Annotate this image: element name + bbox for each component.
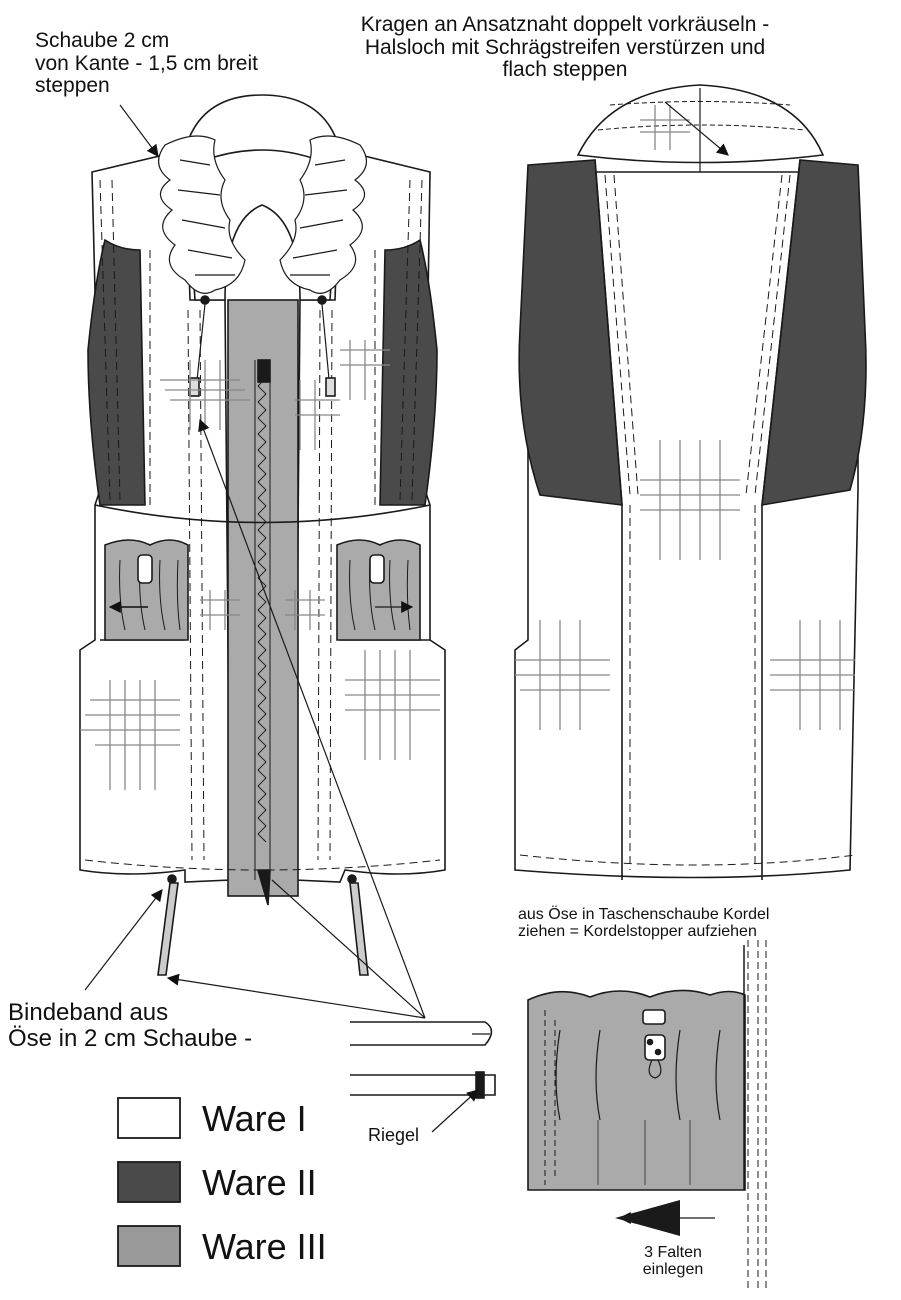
- back-right-side-panel: [761, 159, 867, 506]
- annotation-line: ziehen = Kordelstopper aufziehen: [518, 923, 757, 941]
- tie-band-detail: [350, 1021, 496, 1099]
- front-left-side-panel: [87, 238, 146, 506]
- annotation-line: von Kante - 1,5 cm breit: [35, 51, 258, 75]
- front-collar-ruffle-left: [158, 135, 246, 294]
- legend: [117, 1097, 181, 1267]
- legend-label-ware1: Ware I: [202, 1098, 307, 1139]
- front-pocket-right: [336, 539, 421, 641]
- front-right-side-panel: [379, 238, 438, 506]
- front-fabric-hatch: [80, 340, 440, 790]
- front-tie-left: [157, 882, 179, 976]
- legend-swatch-ware3: [117, 1225, 181, 1267]
- leader-lines: [84, 101, 729, 1224]
- annotation-line: Halsloch mit Schrägstreifen verstürzen u…: [364, 35, 766, 59]
- zipper-teeth: [257, 369, 267, 843]
- annotation-bartack: Riegel: [368, 1125, 420, 1145]
- annotation-line: Kragen an Ansatznaht doppelt vorkräuseln…: [360, 13, 770, 36]
- pleat-arrow-head: [615, 1200, 680, 1236]
- pocket-detail: [527, 940, 767, 1290]
- back-fabric-hatch: [515, 105, 855, 730]
- annotation-collar: Kragen an Ansatznaht doppelt vorkräuseln…: [300, 13, 830, 82]
- legend-swatch-ware2: [117, 1161, 181, 1203]
- legend-label-ware2: Ware II: [202, 1162, 317, 1203]
- annotation-drawcord: aus Öse in Taschenschaube Kordel ziehen …: [518, 906, 769, 941]
- back-view: [514, 84, 867, 880]
- annotation-line: einlegen: [642, 1261, 704, 1279]
- front-pocket-left: [104, 539, 189, 641]
- annotation-line: 3 Falten: [644, 1244, 702, 1261]
- front-view: [79, 94, 446, 976]
- annotation-line: steppen: [35, 74, 110, 98]
- front-tie-right: [349, 882, 369, 976]
- annotation-tie-band: Bindeband aus Öse in 2 cm Schaube -: [8, 1000, 252, 1052]
- legend-label-ware3: Ware III: [202, 1226, 327, 1267]
- annotation-pleats: 3 Falten einlegen: [628, 1244, 718, 1279]
- annotation-line: aus Öse in Taschenschaube Kordel: [518, 906, 770, 923]
- annotation-line: Schaube 2 cm: [35, 29, 170, 52]
- annotation-line: flach steppen: [502, 58, 628, 82]
- back-left-side-panel: [518, 159, 623, 506]
- front-collar-ruffle-right: [279, 135, 367, 294]
- annotation-line: Öse in 2 cm Schaube -: [8, 1024, 253, 1052]
- legend-swatch-ware1: [117, 1097, 181, 1139]
- annotation-line: Bindeband aus: [8, 999, 169, 1026]
- annotation-seam-allowance: Schaube 2 cm von Kante - 1,5 cm breit st…: [35, 29, 258, 98]
